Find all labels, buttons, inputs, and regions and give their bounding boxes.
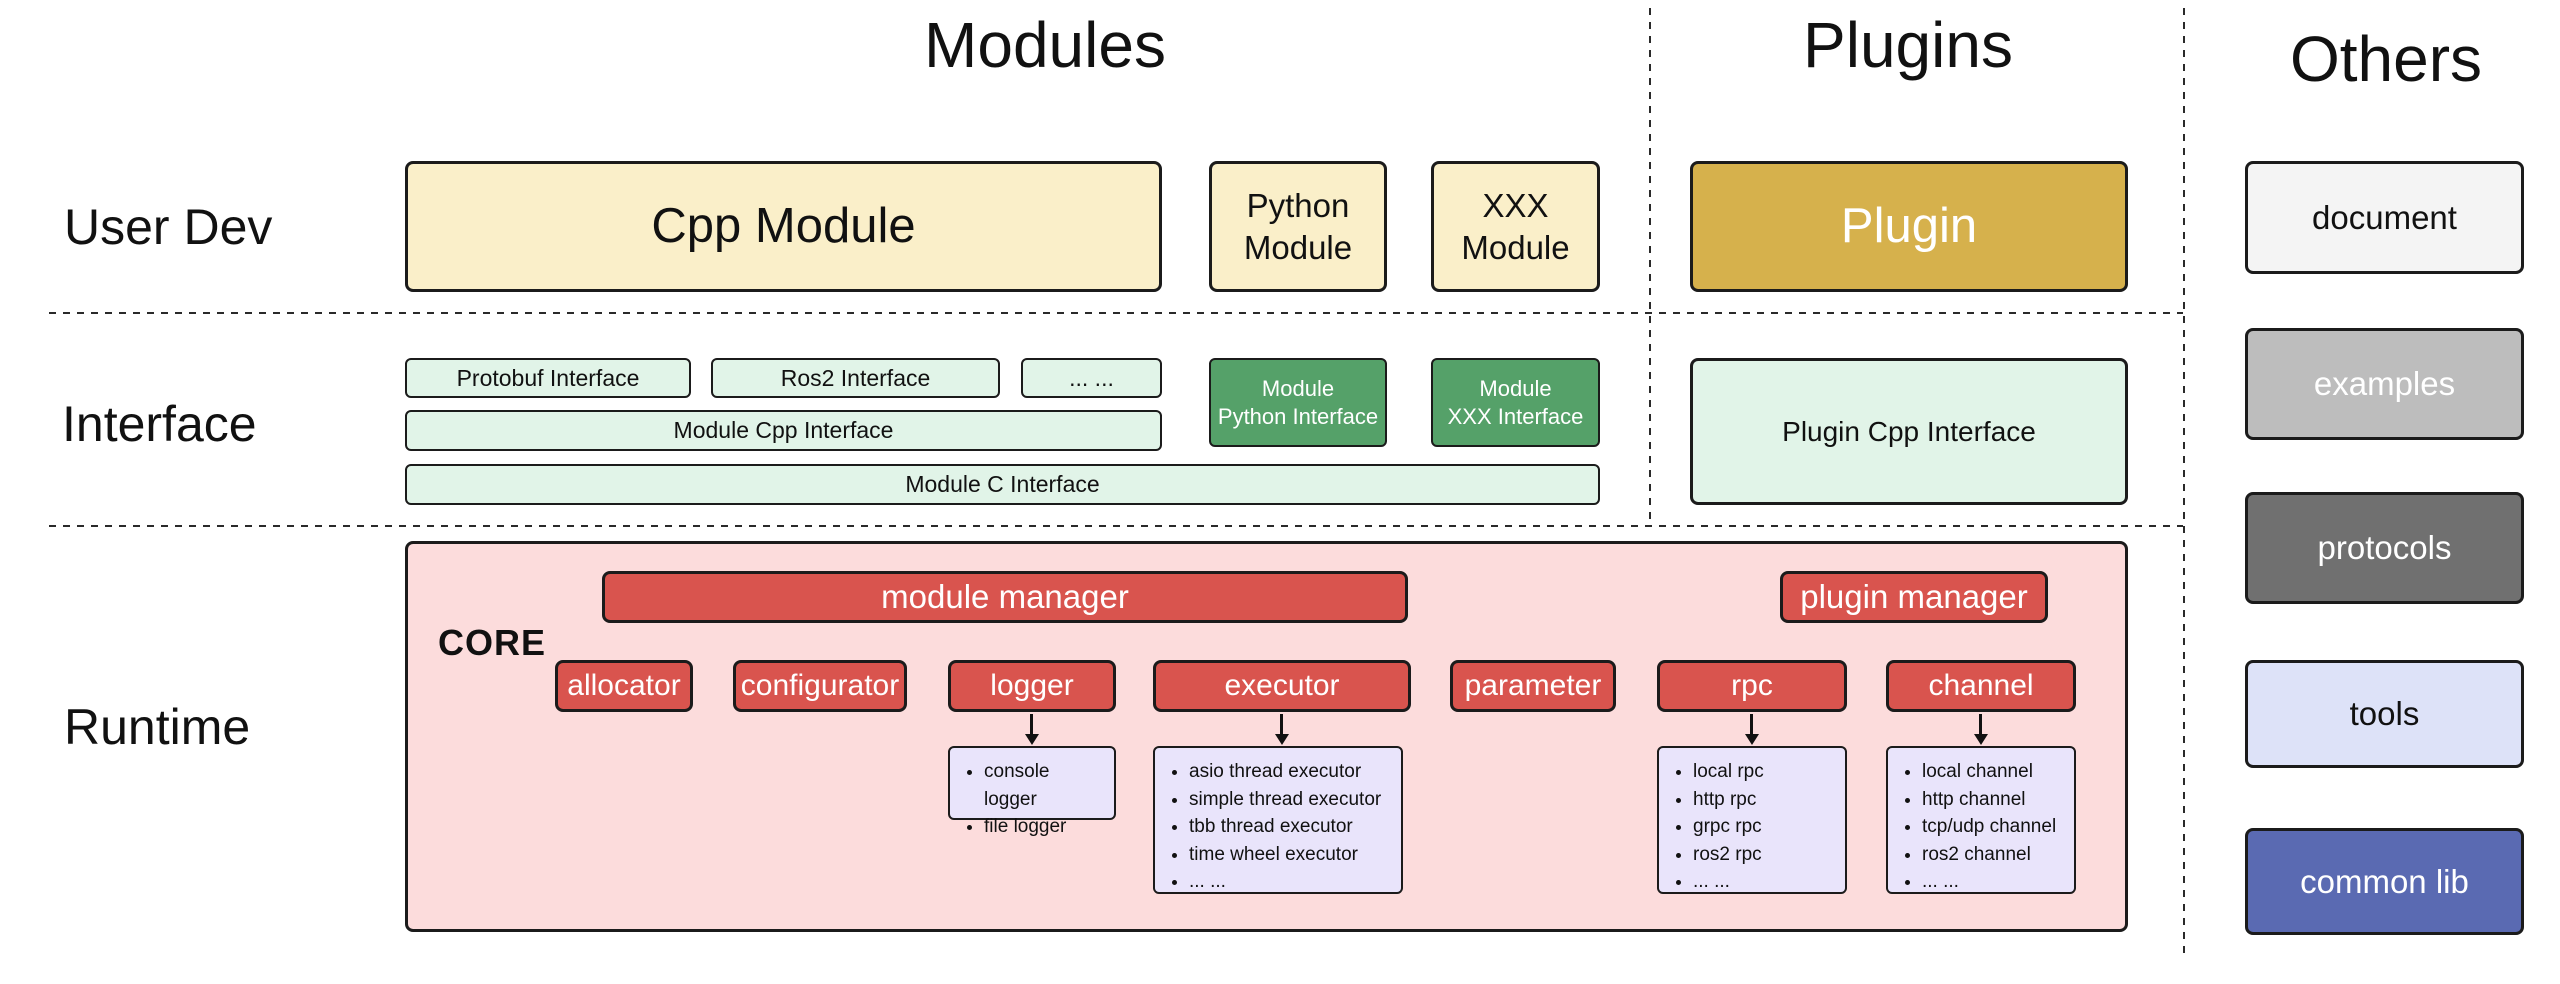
list-item: asio thread executor — [1189, 758, 1393, 786]
plugin-manager-box: plugin manager — [1780, 571, 2048, 623]
plugins-header: Plugins — [1803, 9, 2013, 81]
others-common-lib-box: common lib — [2245, 828, 2524, 935]
component-executor: executor — [1153, 660, 1411, 712]
plugins-others-divider — [2183, 8, 2185, 953]
module-xxx-interface-box: Module XXX Interface — [1431, 358, 1600, 447]
list-item: tcp/udp channel — [1922, 813, 2066, 841]
module-c-interface-box: Module C Interface — [405, 464, 1600, 505]
arrow-down-icon — [1275, 714, 1289, 745]
logger-list: console logger file logger — [958, 758, 1106, 841]
plugin-cpp-interface-box: Plugin Cpp Interface — [1690, 358, 2128, 505]
list-item: ... ... — [1189, 868, 1393, 896]
list-item: local channel — [1922, 758, 2066, 786]
rpc-list: local rpc http rpc grpc rpc ros2 rpc ...… — [1667, 758, 1837, 896]
component-logger: logger — [948, 660, 1116, 712]
arrow-down-icon — [1745, 714, 1759, 745]
list-item: ros2 channel — [1922, 841, 2066, 869]
list-item: time wheel executor — [1189, 841, 1393, 869]
others-protocols-box: protocols — [2245, 492, 2524, 604]
module-manager-box: module manager — [602, 571, 1408, 623]
executor-list-box: asio thread executor simple thread execu… — [1153, 746, 1403, 894]
cpp-module-box: Cpp Module — [405, 161, 1162, 292]
others-document-box: document — [2245, 161, 2524, 274]
others-examples-box: examples — [2245, 328, 2524, 440]
executor-list: asio thread executor simple thread execu… — [1163, 758, 1393, 896]
list-item: grpc rpc — [1693, 813, 1837, 841]
component-allocator: allocator — [555, 660, 693, 712]
list-item: local rpc — [1693, 758, 1837, 786]
component-rpc: rpc — [1657, 660, 1847, 712]
row-label-runtime: Runtime — [64, 699, 251, 755]
module-python-interface-box: Module Python Interface — [1209, 358, 1387, 447]
list-item: http channel — [1922, 786, 2066, 814]
others-header: Others — [2289, 23, 2483, 95]
xxx-module-box: XXX Module — [1431, 161, 1600, 292]
row-label-user-dev: User Dev — [64, 199, 273, 255]
row-label-interface: Interface — [62, 396, 257, 452]
core-label: CORE — [438, 622, 547, 663]
list-item: ... ... — [1693, 868, 1837, 896]
arrow-down-icon — [1025, 714, 1039, 745]
list-item: tbb thread executor — [1189, 813, 1393, 841]
list-item: file logger — [984, 813, 1106, 841]
channel-list: local channel http channel tcp/udp chann… — [1896, 758, 2066, 896]
list-item: simple thread executor — [1189, 786, 1393, 814]
component-parameter: parameter — [1450, 660, 1616, 712]
component-configurator: configurator — [733, 660, 907, 712]
modules-header: Modules — [924, 9, 1166, 81]
list-item: ... ... — [1922, 868, 2066, 896]
list-item: console logger — [984, 758, 1106, 813]
plugin-box: Plugin — [1690, 161, 2128, 292]
interface-runtime-divider — [49, 525, 2183, 527]
modules-plugins-divider — [1649, 8, 1651, 525]
list-item: http rpc — [1693, 786, 1837, 814]
logger-list-box: console logger file logger — [948, 746, 1116, 837]
module-python-interface-line1: Module — [1261, 376, 1335, 401]
component-channel: channel — [1886, 660, 2076, 712]
module-xxx-interface-line1: Module — [1479, 376, 1552, 401]
protobuf-interface-box: Protobuf Interface — [405, 358, 691, 398]
module-python-interface-line2: Python Interface — [1217, 403, 1379, 429]
rpc-list-box: local rpc http rpc grpc rpc ros2 rpc ...… — [1657, 746, 1847, 894]
userdev-interface-divider — [49, 312, 2183, 314]
ros2-interface-box: Ros2 Interface — [711, 358, 1000, 398]
list-item: ros2 rpc — [1693, 841, 1837, 869]
channel-list-box: local channel http channel tcp/udp chann… — [1886, 746, 2076, 894]
module-cpp-interface-box: Module Cpp Interface — [405, 410, 1162, 451]
module-xxx-interface-line2: XXX Interface — [1447, 403, 1584, 429]
arrow-down-icon — [1974, 714, 1988, 745]
others-tools-box: tools — [2245, 660, 2524, 768]
python-module-box: Python Module — [1209, 161, 1387, 292]
ellipsis-interface-box: ... ... — [1021, 358, 1162, 398]
